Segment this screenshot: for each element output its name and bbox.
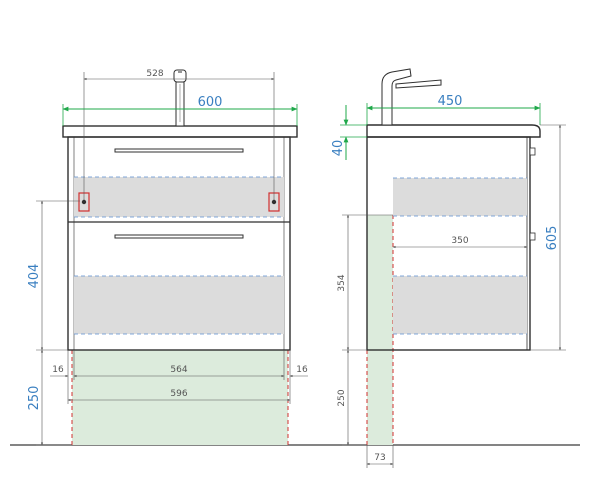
faucet-icon: [173, 69, 187, 127]
side-cabinet-body: [366, 136, 531, 351]
side-drawer-knob-top: [529, 147, 536, 156]
dim-605-label: 605: [545, 226, 560, 251]
dim-528-label: 528: [146, 69, 163, 79]
front-cabinet-body: [67, 136, 291, 351]
dim-250-front-label: 250: [27, 386, 42, 411]
drawer-handle-icon: [114, 234, 244, 239]
side-top-drawer-inner: [393, 178, 527, 216]
dim-16-left-label: 16: [52, 365, 64, 375]
dim-600-label: 600: [198, 95, 223, 110]
front-view: 528 600 404 250 16 564 16 596: [27, 69, 308, 446]
drawer-handle-icon: [114, 148, 244, 153]
side-view: 450 40 605 350 354 250 73: [331, 68, 566, 468]
front-countertop: [62, 125, 298, 138]
dim-596-label: 596: [170, 389, 187, 399]
dim-73-label: 73: [374, 453, 385, 463]
side-wall-zone: [367, 215, 393, 445]
front-wall-zone: [72, 350, 288, 445]
front-top-drawer-inner: [74, 177, 284, 217]
dim-40-label: 40: [331, 140, 346, 157]
dim-16-right-label: 16: [296, 365, 308, 375]
dim-450-label: 450: [438, 94, 463, 109]
side-drawer-knob-bottom: [529, 232, 536, 241]
faucet-icon: [381, 68, 442, 126]
dim-564-label: 564: [170, 365, 187, 375]
dim-354-label: 354: [337, 274, 347, 291]
side-countertop: [366, 124, 541, 138]
front-bottom-drawer-inner: [74, 276, 284, 334]
dim-250-side-label: 250: [337, 389, 347, 406]
side-bottom-drawer-inner: [393, 276, 527, 334]
dim-350-label: 350: [451, 236, 468, 246]
dim-404-label: 404: [27, 264, 42, 289]
